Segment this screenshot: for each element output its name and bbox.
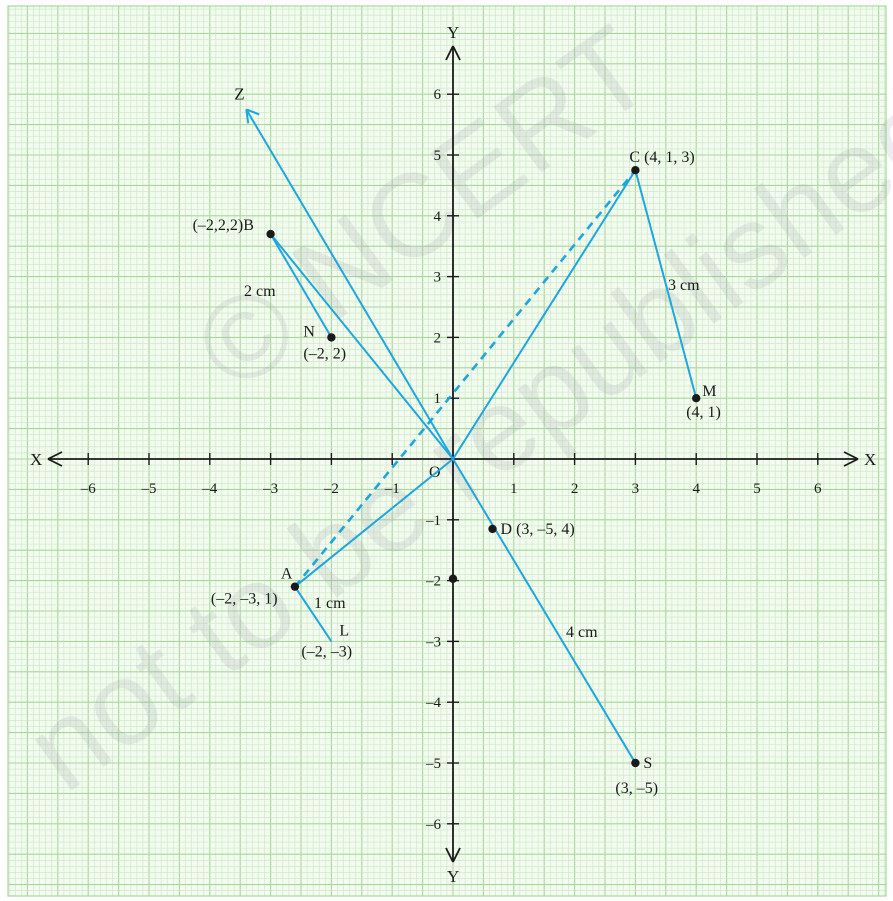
y-axis-bottom-arrow-icon [445, 847, 461, 863]
point-A-coord: (–2, –3, 1) [211, 591, 278, 608]
x-axis-left-arrow-icon [47, 451, 63, 467]
point-N-name: N [303, 323, 315, 340]
points [266, 166, 701, 768]
segment-OC [452, 169, 637, 460]
y-axis-top-label: Y [447, 23, 459, 42]
paper-border [7, 5, 887, 897]
segment-OB [269, 233, 454, 460]
point-S-coord: (3, –5) [615, 780, 658, 797]
point-S [631, 758, 640, 768]
point-A [290, 582, 300, 591]
point-N-coord: (–2, 2) [303, 345, 346, 362]
x-tick-label: –4 [201, 481, 218, 497]
y-tick-label: 3 [434, 270, 442, 286]
point-N [327, 333, 336, 342]
x-axis-left-label: X [30, 450, 42, 469]
point-M [692, 394, 701, 403]
y-tick-label: 6 [434, 87, 442, 103]
y-tick-label: –5 [425, 756, 441, 772]
x-tick-label: 1 [510, 481, 518, 497]
y-tick-label: 5 [434, 148, 442, 164]
point-B [266, 229, 275, 239]
point-L-coord: (–2, –3) [301, 643, 352, 660]
x-axis-right-arrow-icon [843, 451, 859, 467]
x-tick-label: –5 [141, 481, 157, 497]
y-tick-label: 2 [434, 330, 442, 346]
point-A-name: A [281, 566, 293, 583]
segments: Z [234, 84, 698, 764]
y-tick-label: 4 [434, 209, 442, 225]
point-Y2 [448, 574, 458, 583]
x-tick-label: 2 [571, 481, 579, 497]
label-DS-length: 4 cm [566, 624, 598, 641]
point-D-label: D (3, –5, 4) [501, 521, 575, 538]
label-AL-length: 1 cm [314, 595, 346, 612]
point-S-name: S [643, 755, 652, 772]
label-CM-length: 3 cm [668, 277, 700, 294]
labels: A(–2, –3, 1) L (–2, –3) (–2,2,2)B N (–2, 2) C … [193, 149, 721, 797]
x-tick-label: –2 [323, 481, 339, 497]
y-tick-label: –3 [425, 634, 441, 650]
y-tick-label: –4 [425, 695, 442, 711]
y-tick-label: 1 [434, 391, 442, 407]
y-tick-label: –6 [425, 817, 442, 833]
segment-OA [294, 458, 454, 588]
point-C-label: C (4, 1, 3) [629, 149, 694, 166]
point-B-name: (–2,2,2)B [193, 217, 254, 234]
label-BN-length: 2 cm [244, 283, 276, 300]
x-tick-label: –6 [80, 481, 97, 497]
y-axis-top-arrow-icon [445, 45, 461, 61]
point-D [488, 524, 497, 534]
segment-CM [634, 169, 698, 399]
point-M-coord: (4, 1) [686, 404, 721, 421]
x-axis-right-label: X [864, 450, 876, 469]
z-axis-arrow-icon [245, 108, 260, 124]
y-axis-bottom-label: Y [447, 867, 459, 886]
x-tick-label: 3 [632, 481, 640, 497]
x-tick-label: –3 [262, 481, 278, 497]
z-axis-label: Z [234, 84, 244, 103]
point-L-name: L [339, 622, 349, 639]
x-tick-label: 4 [692, 481, 700, 497]
z-axis-line [245, 108, 454, 460]
x-tick-label: –1 [384, 481, 400, 497]
segment-BN [269, 233, 333, 338]
point-C [631, 166, 640, 175]
y-tick-label: –2 [425, 574, 441, 590]
point-M-name: M [702, 383, 716, 400]
x-tick-label: 5 [753, 481, 761, 497]
segment-AL [294, 586, 333, 642]
segment-AC-dashed [293, 169, 637, 588]
segment-OS [452, 458, 637, 764]
y-tick-label: –1 [425, 513, 441, 529]
x-tick-label: 6 [814, 481, 822, 497]
